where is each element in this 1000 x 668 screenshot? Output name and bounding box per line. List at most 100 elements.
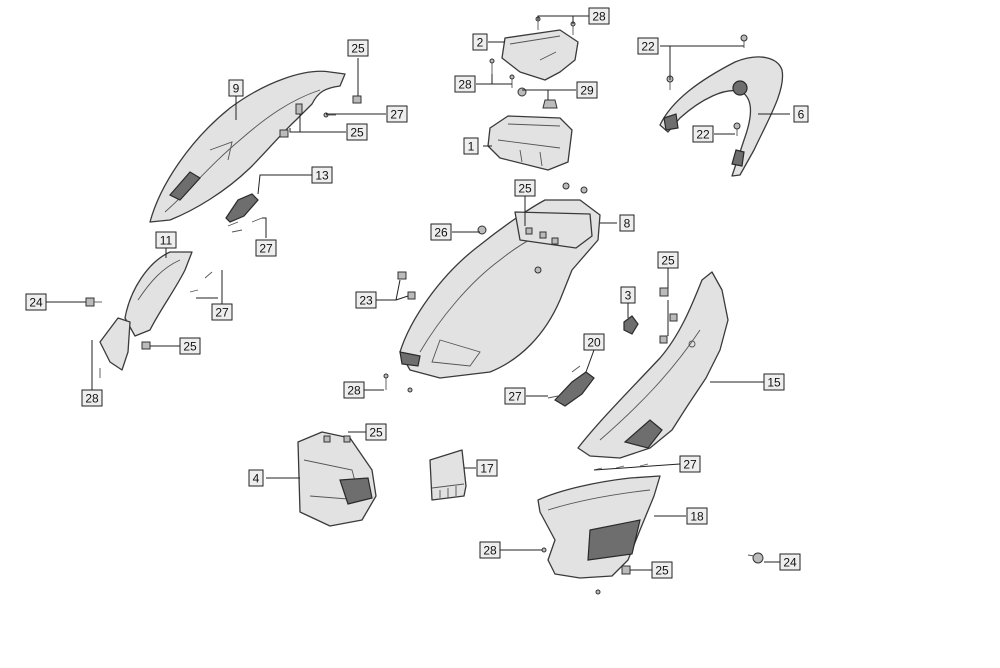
callout-number: 22 bbox=[641, 40, 655, 54]
part-1-battery-box bbox=[487, 115, 573, 171]
callout-box bbox=[657, 251, 679, 269]
callout-18: 18 bbox=[686, 507, 708, 525]
callout-number: 9 bbox=[233, 82, 240, 96]
clip-25-a bbox=[279, 95, 362, 138]
callout-15: 15 bbox=[763, 373, 785, 391]
callout-number: 28 bbox=[458, 78, 472, 92]
part-8-helmet-box bbox=[399, 199, 601, 379]
callout-number: 1 bbox=[468, 140, 475, 154]
callout-box bbox=[514, 179, 536, 197]
callout-number: 25 bbox=[183, 340, 197, 354]
callout-2: 2 bbox=[472, 33, 488, 51]
fastener-29 bbox=[517, 87, 558, 109]
callout-number: 8 bbox=[624, 217, 631, 231]
leader-lines bbox=[44, 15, 790, 571]
callout-28: 28 bbox=[588, 7, 610, 25]
callout-25: 25 bbox=[657, 251, 679, 269]
callout-box bbox=[255, 239, 277, 257]
callout-24: 24 bbox=[25, 293, 47, 311]
callout-box bbox=[619, 214, 635, 232]
callout-1: 1 bbox=[463, 137, 479, 155]
callout-number: 6 bbox=[798, 108, 805, 122]
callout-box bbox=[155, 231, 177, 249]
callout-20: 20 bbox=[583, 333, 605, 351]
screw-27-d bbox=[547, 365, 581, 399]
callout-box bbox=[588, 7, 610, 25]
callout-box bbox=[479, 541, 501, 559]
callout-number: 28 bbox=[592, 10, 606, 24]
callout-box bbox=[386, 105, 408, 123]
callout-number: 25 bbox=[518, 182, 532, 196]
screws-8-top bbox=[534, 182, 588, 274]
callout-28: 28 bbox=[81, 389, 103, 407]
callout-number: 2 bbox=[477, 36, 484, 50]
callout-number: 20 bbox=[587, 336, 601, 350]
callout-23: 23 bbox=[355, 291, 377, 309]
callout-box bbox=[476, 459, 498, 477]
part-11-side-panel bbox=[99, 251, 193, 371]
callout-28: 28 bbox=[343, 381, 365, 399]
callout-number: 22 bbox=[696, 128, 710, 142]
callout-box bbox=[365, 423, 387, 441]
callout-27: 27 bbox=[504, 387, 526, 405]
callout-27: 27 bbox=[386, 105, 408, 123]
callout-25: 25 bbox=[346, 123, 368, 141]
callout-number: 3 bbox=[625, 289, 632, 303]
callout-11: 11 bbox=[155, 231, 177, 249]
part-2-battery-cover bbox=[501, 29, 579, 81]
callout-number: 26 bbox=[434, 226, 448, 240]
callout-number: 29 bbox=[580, 84, 594, 98]
callout-box bbox=[779, 553, 801, 571]
callout-number: 27 bbox=[390, 108, 404, 122]
screw-28-c bbox=[91, 340, 101, 378]
callout-number: 17 bbox=[480, 462, 494, 476]
callout-box bbox=[763, 373, 785, 391]
callout-box bbox=[355, 291, 377, 309]
clips-27-c bbox=[189, 271, 213, 293]
callout-number: 18 bbox=[690, 510, 704, 524]
callout-number: 25 bbox=[655, 564, 669, 578]
callout-25: 25 bbox=[651, 561, 673, 579]
callout-28: 28 bbox=[479, 541, 501, 559]
callout-box bbox=[25, 293, 47, 311]
callout-box bbox=[651, 561, 673, 579]
part-17-mud-flap bbox=[429, 449, 467, 501]
callout-25: 25 bbox=[365, 423, 387, 441]
part-6-rear-carrier bbox=[659, 56, 784, 177]
callout-4: 4 bbox=[248, 469, 264, 487]
part-4-lower-panel bbox=[297, 431, 377, 527]
callout-6: 6 bbox=[793, 105, 809, 123]
clip-25-d bbox=[141, 341, 151, 350]
callout-number: 28 bbox=[483, 544, 497, 558]
callout-3: 3 bbox=[620, 286, 636, 304]
screw-28-left bbox=[489, 58, 515, 88]
callout-box bbox=[620, 286, 636, 304]
callout-25: 25 bbox=[514, 179, 536, 197]
callout-box bbox=[679, 455, 701, 473]
callout-box bbox=[637, 37, 659, 55]
callout-box bbox=[576, 81, 598, 99]
part-18-floor-side-cover bbox=[537, 475, 661, 579]
callout-number: 27 bbox=[683, 458, 697, 472]
part-15-side-body-cover bbox=[577, 271, 729, 459]
callout-box bbox=[347, 39, 369, 57]
callout-box bbox=[211, 303, 233, 321]
screws-27-b bbox=[227, 217, 263, 233]
callout-22: 22 bbox=[692, 125, 714, 143]
callout-28: 28 bbox=[454, 75, 476, 93]
callout-box bbox=[343, 381, 365, 399]
callout-number: 4 bbox=[253, 472, 260, 486]
callout-26: 26 bbox=[430, 223, 452, 241]
callout-box bbox=[583, 333, 605, 351]
callout-number: 28 bbox=[347, 384, 361, 398]
callout-box bbox=[504, 387, 526, 405]
callout-box bbox=[179, 337, 201, 355]
part-3-clip bbox=[623, 315, 639, 335]
callout-labels: 2 28 28 29 1 22 22 6 9 25 27 25 13 27 25 8 26 11 24 27 25 28 2… bbox=[25, 7, 809, 579]
callout-number: 24 bbox=[29, 296, 43, 310]
callout-number: 25 bbox=[661, 254, 675, 268]
callout-number: 28 bbox=[85, 392, 99, 406]
bolt-22 bbox=[666, 34, 748, 136]
callout-number: 13 bbox=[315, 169, 329, 183]
screw-28-e bbox=[541, 547, 601, 595]
